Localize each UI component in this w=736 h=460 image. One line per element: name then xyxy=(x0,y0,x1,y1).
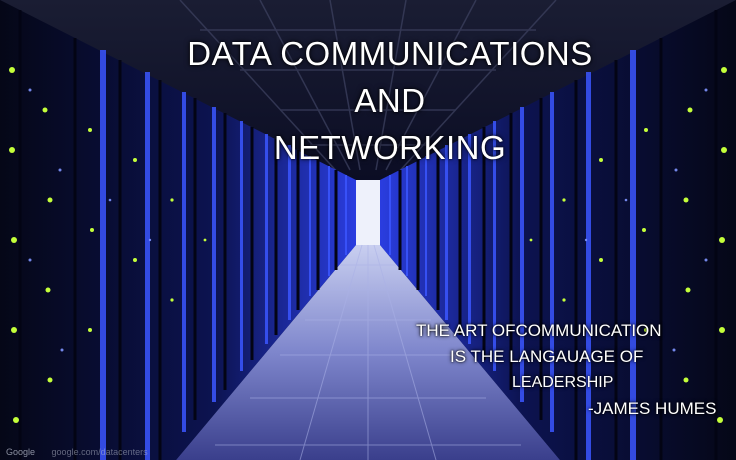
quote-line-1: THE ART OFCOMMUNICATION xyxy=(416,321,662,340)
quote-attribution: -JAMES HUMES xyxy=(588,399,717,418)
image-watermark: Google google.com/datacenters xyxy=(6,446,148,458)
slide-title-line-2: AND xyxy=(354,82,426,119)
quote-line-2: IS THE LANGAUAGE OF xyxy=(450,347,644,366)
watermark-url: google.com/datacenters xyxy=(51,447,148,457)
slide-title: DATA COMMUNICATIONS AND NETWORKING xyxy=(140,30,640,171)
slide-title-line-3: NETWORKING xyxy=(273,129,507,166)
slide-title-line-1: DATA COMMUNICATIONS xyxy=(187,35,593,72)
google-logo-text: Google xyxy=(6,447,36,457)
quote-line-3: LEADERSHIP xyxy=(512,374,614,391)
